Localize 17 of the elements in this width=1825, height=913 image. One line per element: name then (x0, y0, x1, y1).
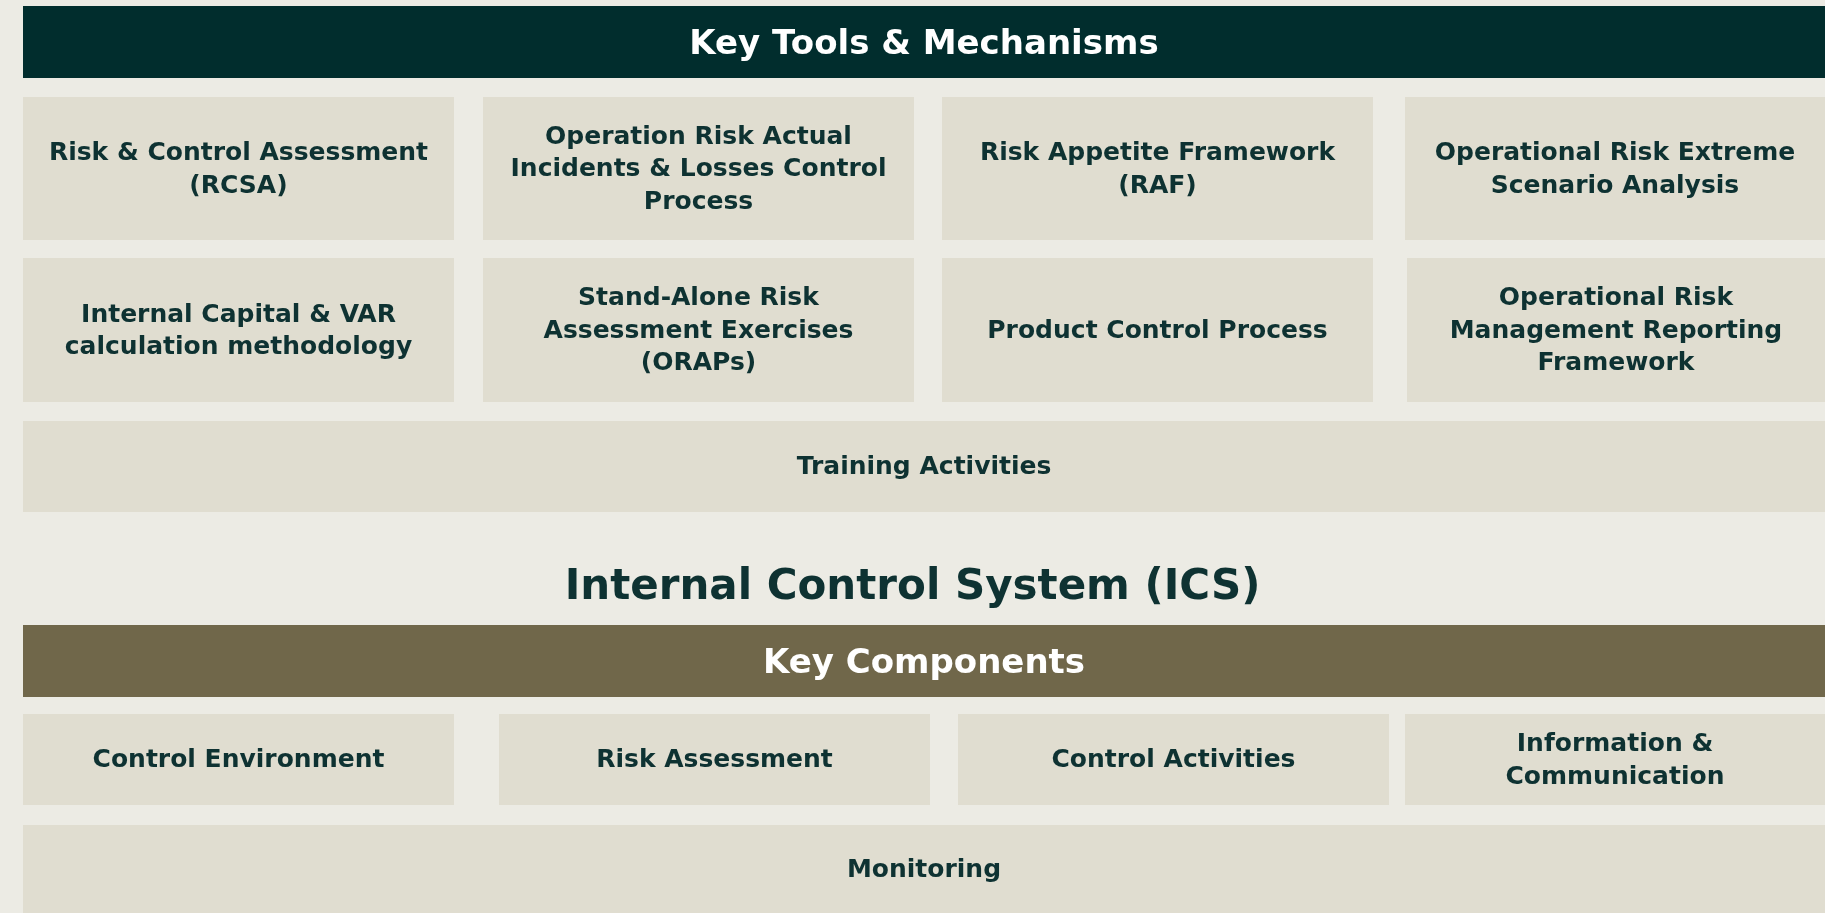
process-box: Risk Appetite Framework (RAF) (942, 97, 1373, 240)
header-band: Key Components (23, 625, 1825, 697)
process-box: Information & Communication (1405, 714, 1825, 805)
process-box: Operational Risk Management Reporting Framework (1407, 258, 1825, 402)
process-box: Operational Risk Extreme Scenario Analysis (1405, 97, 1825, 240)
process-box: Monitoring (23, 825, 1825, 913)
process-box: Product Control Process (942, 258, 1373, 402)
header-band: Key Tools & Mechanisms (23, 6, 1825, 78)
process-box: Stand-Alone Risk Assessment Exercises (ORAPs) (483, 258, 914, 402)
process-box: Risk Assessment (499, 714, 930, 805)
process-box: Operation Risk Actual Incidents & Losses Control Process (483, 97, 914, 240)
process-box: Training Activities (23, 421, 1825, 512)
process-box: Risk & Control Assessment (RCSA) (23, 97, 454, 240)
process-box: Internal Capital & VAR calculation methodology (23, 258, 454, 402)
diagram-title: Internal Control System (ICS) (563, 560, 1262, 609)
process-box: Control Environment (23, 714, 454, 805)
process-box: Control Activities (958, 714, 1389, 805)
